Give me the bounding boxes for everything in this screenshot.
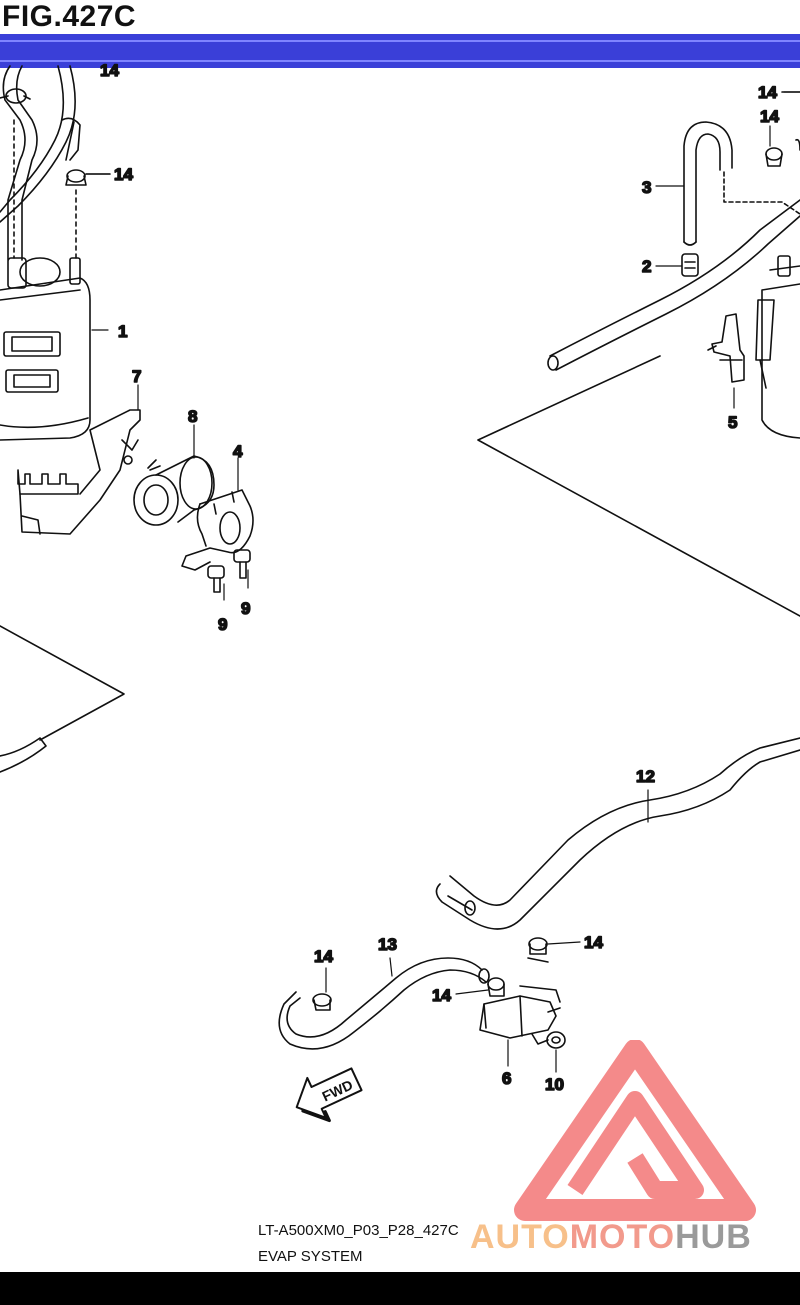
hose-upper-left (0, 65, 81, 261)
canister-right (755, 255, 800, 439)
hose-part-13 (278, 957, 490, 1050)
clip-14-right-top (765, 91, 800, 167)
diagram-name: EVAP SYSTEM (258, 1248, 363, 1265)
leader-lines (85, 91, 800, 1073)
callout-6: 6 (502, 1069, 511, 1088)
bottom-bar (0, 1272, 800, 1305)
valve-part-6 (479, 985, 561, 1045)
diagram-code: LT-A500XM0_P03_P28_427C (258, 1222, 459, 1239)
hose-part-3 (683, 121, 733, 246)
fwd-arrow: FWD (295, 1067, 363, 1123)
callout-1: 1 (118, 322, 127, 341)
figure-title: FIG.427C (2, 0, 137, 33)
callout-14-right-a: 14 (758, 83, 777, 102)
watermark-logo (514, 1040, 756, 1221)
clip-14-left (65, 169, 111, 186)
boundary-center (477, 355, 800, 617)
bracket-part-7 (17, 409, 141, 535)
bolt-part-9b (233, 549, 251, 579)
callout-12: 12 (636, 767, 655, 786)
boundary-left (0, 625, 125, 741)
bolt-part-9a (207, 565, 225, 593)
callout-13: 13 (378, 935, 397, 954)
callout-14-top-partial: 14 (100, 61, 119, 80)
callout-14-left: 14 (114, 165, 133, 184)
watermark-text: AUTOMOTOHUB (470, 1218, 752, 1257)
nut-part-10 (546, 1031, 566, 1049)
grommet-part-8 (133, 455, 215, 526)
title-band (0, 34, 800, 68)
callout-9b: 9 (241, 599, 250, 618)
leader-hose (723, 171, 800, 215)
canister-left (0, 257, 91, 441)
bracket-part-5 (707, 313, 745, 383)
connector-part-2 (681, 253, 699, 277)
clip-top-left (0, 88, 31, 104)
watermark-moto: MOTO (569, 1218, 676, 1256)
callout-2: 2 (642, 257, 651, 276)
callout-3: 3 (642, 178, 651, 197)
clip-14-lower-c (312, 993, 332, 1011)
clip-14-lower-b (487, 977, 505, 997)
callout-5: 5 (728, 413, 737, 432)
watermark-auto: AUTO (470, 1218, 570, 1256)
watermark-hub: HUB (675, 1218, 752, 1256)
callout-14-lower-c: 14 (314, 947, 333, 966)
callout-4: 4 (233, 442, 243, 461)
holder-part-4 (181, 489, 254, 571)
band-stripe (0, 40, 800, 42)
callout-8: 8 (188, 407, 197, 426)
callout-7: 7 (132, 367, 141, 386)
callout-14-right-b: 14 (760, 107, 779, 126)
callout-10: 10 (545, 1075, 564, 1094)
callout-14-lower-a: 14 (584, 933, 603, 952)
clip-14-lower-a (527, 937, 549, 963)
band-stripe (0, 60, 800, 62)
callout-14-lower-b: 14 (432, 986, 451, 1005)
hose-part-12 (435, 737, 800, 930)
callout-9a: 9 (218, 615, 227, 634)
hose-long-right (547, 199, 800, 371)
hose-lower-left (0, 737, 47, 773)
